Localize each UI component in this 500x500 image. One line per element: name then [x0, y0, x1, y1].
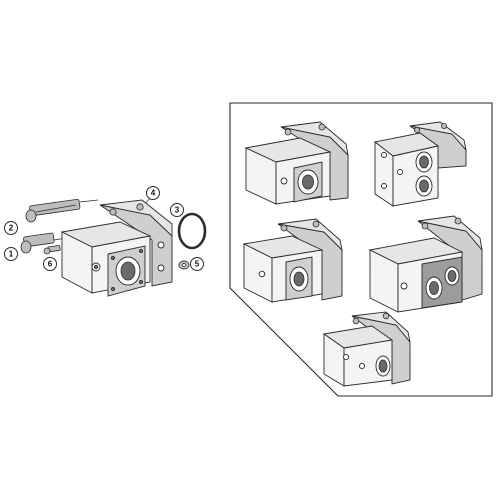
- callout-2-label: 2: [9, 224, 14, 233]
- callout-6: 6: [43, 257, 57, 271]
- callout-5: 5: [190, 257, 204, 271]
- variant-c: [242, 218, 343, 303]
- variants-panel: [229, 102, 493, 397]
- long-bolt: [25, 198, 99, 223]
- short-bolt: [20, 232, 67, 254]
- callout-2: 2: [4, 221, 18, 235]
- callout-3: 3: [170, 203, 184, 217]
- o-ring: [177, 212, 207, 250]
- main-body: [60, 199, 173, 297]
- variant-b: [373, 121, 467, 207]
- exploded-assembly: 1 2 3 4 5 6: [4, 186, 207, 297]
- variant-e: [322, 311, 411, 387]
- variant-d: [368, 215, 483, 313]
- callout-1: 1: [4, 247, 18, 261]
- callout-6-label: 6: [48, 260, 53, 269]
- callout-3-label: 3: [175, 206, 180, 215]
- callout-1-label: 1: [9, 250, 14, 259]
- callout-4: 4: [146, 186, 160, 200]
- small-screw: [43, 245, 61, 255]
- callout-4-label: 4: [151, 189, 156, 198]
- callout-5-label: 5: [195, 260, 200, 269]
- variant-a: [244, 121, 349, 205]
- nut: [178, 260, 190, 270]
